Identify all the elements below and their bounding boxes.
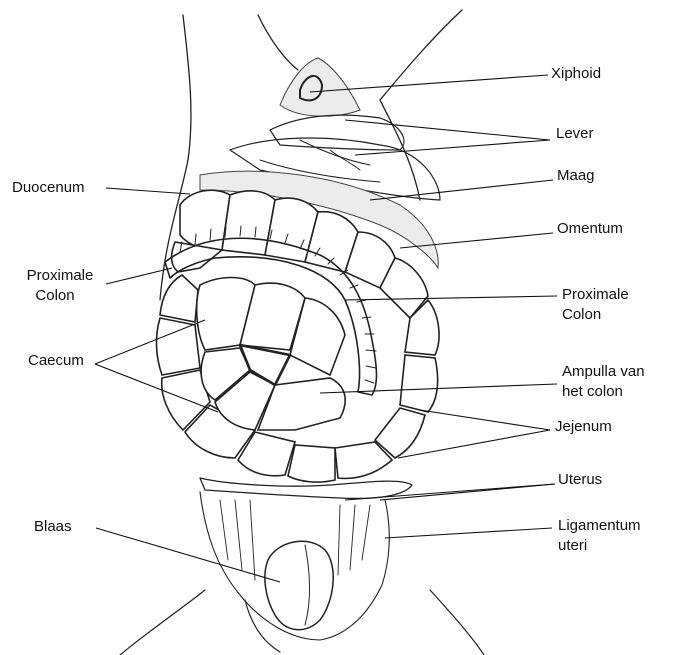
label-ligamentum-line2: uteri xyxy=(558,536,641,556)
label-jejenum: Jejenum xyxy=(555,417,612,437)
leader-uterus-b xyxy=(345,484,555,500)
label-ampulla-line2: het colon xyxy=(562,382,645,402)
label-uterus: Uterus xyxy=(558,470,602,490)
label-xiphoid: Xiphoid xyxy=(551,64,601,84)
label-proximale-colon-left-line2: Colon xyxy=(12,286,98,306)
leader-jejenum-b xyxy=(398,430,550,458)
label-duocenum: Duocenum xyxy=(12,178,85,198)
leader-jejenum-a xyxy=(420,410,550,430)
caecum xyxy=(197,278,345,431)
label-ampulla: Ampulla van het colon xyxy=(562,362,645,402)
label-blaas: Blaas xyxy=(34,517,72,537)
label-proximale-colon-left: Proximale Colon xyxy=(12,266,108,306)
leader-proximale-colon-right xyxy=(345,296,557,300)
label-ampulla-line1: Ampulla van xyxy=(562,362,645,382)
label-proximale-colon-right: Proximale Colon xyxy=(562,285,629,325)
label-ligamentum-line1: Ligamentum xyxy=(558,516,641,536)
leader-duocenum xyxy=(106,188,190,194)
label-caecum: Caecum xyxy=(28,351,84,371)
leader-maag xyxy=(370,180,553,200)
label-lever: Lever xyxy=(556,124,594,144)
leader-ligamentum xyxy=(385,528,552,538)
leader-lever-b xyxy=(355,140,550,155)
label-ligamentum: Ligamentum uteri xyxy=(558,516,641,556)
label-proximale-colon-right-line1: Proximale xyxy=(562,285,629,305)
leader-ampulla xyxy=(320,384,557,393)
label-maag: Maag xyxy=(557,166,595,186)
lower-organs xyxy=(200,478,412,640)
label-proximale-colon-left-line1: Proximale xyxy=(12,266,108,286)
label-proximale-colon-right-line2: Colon xyxy=(562,305,629,325)
leader-xiphoid xyxy=(310,75,548,92)
leader-lever-a xyxy=(345,120,550,140)
label-omentum: Omentum xyxy=(557,219,623,239)
